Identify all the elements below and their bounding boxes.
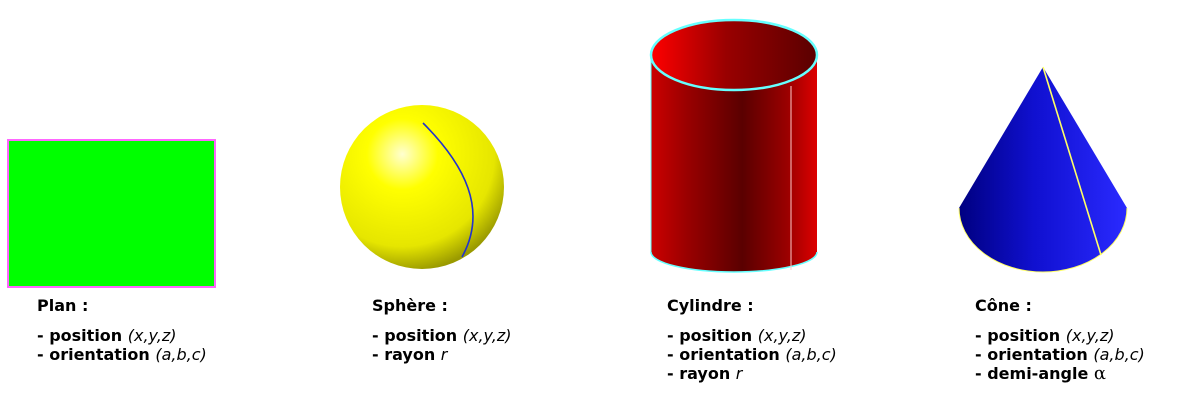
plane-orientation-property: - orientation (a,b,c)	[37, 345, 207, 364]
sphere-position-property: - position (x,y,z)	[372, 326, 512, 345]
property-param: (x,y,z)	[1065, 326, 1115, 345]
property-param: (a,b,c)	[155, 345, 207, 364]
cone-body	[959, 67, 1127, 272]
plane-title: Plan :	[37, 296, 89, 315]
cone-position-property: - position (x,y,z)	[975, 326, 1145, 345]
property-label: - demi-angle	[975, 364, 1094, 383]
property-param: α	[1093, 363, 1107, 384]
property-param: r	[735, 364, 743, 383]
sphere-meridian-curve	[422, 122, 474, 258]
cone-title: Cône :	[975, 296, 1032, 315]
cylinder-caption: Cylindre : - position (x,y,z) - orientat…	[667, 296, 837, 383]
sphere-caption: Sphère : - position (x,y,z) - rayon r	[372, 296, 512, 364]
property-label: - orientation	[667, 345, 786, 364]
cone-caption: Cône : - position (x,y,z) - orientation …	[975, 296, 1145, 383]
cone-base-edge	[958, 207, 1128, 273]
plane-caption: Plan : - position (x,y,z) - orientation …	[37, 296, 207, 364]
cylinder-orientation-property: - orientation (a,b,c)	[667, 345, 837, 364]
cylinder-figure	[649, 18, 819, 273]
cylinder-title: Cylindre :	[667, 296, 754, 315]
plane-figure	[7, 139, 216, 288]
property-label: - rayon	[372, 345, 441, 364]
cylinder-inner-wall	[651, 20, 817, 90]
property-label: - orientation	[975, 345, 1094, 364]
shapes-illustration	[7, 18, 1128, 288]
property-param: (x,y,z)	[757, 326, 807, 345]
property-label: - position	[975, 326, 1066, 345]
cone-orientation-property: - orientation (a,b,c)	[975, 345, 1145, 364]
plane-position-property: - position (x,y,z)	[37, 326, 207, 345]
cylinder-radius-property: - rayon r	[667, 364, 837, 383]
property-param: (a,b,c)	[785, 345, 837, 364]
property-label: - position	[372, 326, 463, 345]
sphere-radius-property: - rayon r	[372, 345, 512, 364]
property-label: - rayon	[667, 364, 736, 383]
cylinder-bottom-rim	[650, 251, 818, 273]
property-param: r	[440, 345, 448, 364]
cone-figure	[958, 66, 1128, 273]
sphere-figure	[340, 105, 504, 269]
property-param: (a,b,c)	[1093, 345, 1145, 364]
property-param: (x,y,z)	[127, 326, 177, 345]
cylinder-body	[651, 55, 817, 272]
property-param: (x,y,z)	[462, 326, 512, 345]
cone-generatrix-line	[1042, 66, 1102, 256]
cone-half-angle-property: - demi-angle α	[975, 364, 1145, 383]
sphere-surface	[340, 105, 504, 269]
plane-surface	[7, 139, 216, 288]
property-label: - position	[37, 326, 128, 345]
property-label: - position	[667, 326, 758, 345]
sphere-title: Sphère :	[372, 296, 448, 315]
property-label: - orientation	[37, 345, 156, 364]
cylinder-position-property: - position (x,y,z)	[667, 326, 837, 345]
